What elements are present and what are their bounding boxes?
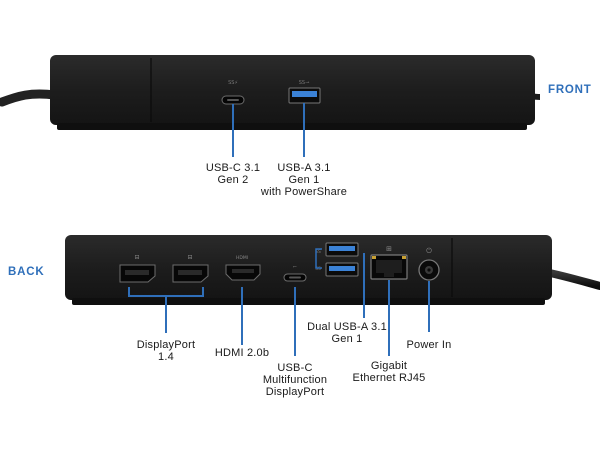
svg-text:SS⚡: SS⚡: [228, 80, 238, 86]
front-usb-c-label-line2: Gen 2: [217, 174, 249, 186]
back-usb-a-label-line1: Dual USB-A 3.1: [307, 321, 387, 333]
back-hdmi-label: HDMI 2.0b: [192, 347, 292, 359]
back-displayport-label-line1: DisplayPort: [136, 339, 196, 351]
back-ethernet-label-line2: Ethernet RJ45: [352, 372, 426, 384]
svg-text:HDMI: HDMI: [236, 255, 248, 261]
front-dock: SS⚡ SS⊸: [0, 55, 541, 157]
back-usb-a-bracket: [315, 248, 322, 269]
svg-text:SS⊸: SS⊸: [299, 80, 310, 86]
front-usb-a-label-line3: with PowerShare: [260, 186, 348, 198]
back-usb-a-label: Dual USB-A 3.1 Gen 1: [297, 321, 397, 345]
svg-text:⊟: ⊟: [187, 254, 192, 261]
svg-text:⌐: ⌐: [293, 264, 297, 270]
back-power-label: Power In: [399, 339, 459, 351]
back-dock-foot: [72, 298, 545, 305]
front-dock-foot: [57, 123, 527, 130]
back-view-label: BACK: [8, 266, 45, 278]
front-usb-c-label-line1: USB-C 3.1: [205, 162, 261, 174]
front-usb-a-label-line1: USB-A 3.1: [277, 162, 331, 174]
back-power-label-line1: Power In: [406, 339, 452, 351]
back-usb-a-label-line2: Gen 1: [331, 333, 363, 345]
back-ethernet-label-line1: Gigabit: [370, 360, 408, 372]
back-hdmi-port-icon: HDMI: [225, 255, 261, 281]
back-usb-c-port-icon: ⌐: [283, 264, 307, 282]
back-ethernet-port-icon: ⊞: [370, 245, 408, 280]
back-dock-body: [65, 235, 552, 300]
back-usb-c-label-line1: USB-C: [277, 362, 313, 374]
front-usb-a-port-icon: SS⊸: [288, 80, 321, 104]
back-usb-c-label-line2: Multifunction: [262, 374, 328, 386]
svg-text:⊞: ⊞: [386, 245, 392, 253]
back-cable: [541, 268, 600, 290]
back-usb-a-port-icon: SS SS: [315, 242, 359, 277]
back-power-jack-icon: ⏻: [418, 247, 440, 281]
svg-text:⏻: ⏻: [426, 247, 432, 255]
back-usb-c-label-line3: DisplayPort: [265, 386, 325, 398]
back-usb-c-label: USB-C Multifunction DisplayPort: [245, 362, 345, 398]
back-displayport-icon-1: ⊟: [119, 254, 156, 283]
back-hdmi-label-line1: HDMI 2.0b: [214, 347, 270, 359]
front-cable: [0, 89, 60, 107]
svg-text:⊟: ⊟: [134, 254, 139, 261]
back-dock: ⊟ ⊟ HDMI ⌐ SS: [65, 235, 600, 356]
front-usb-a-label-line2: Gen 1: [288, 174, 320, 186]
back-displayport-label-line2: 1.4: [158, 351, 174, 363]
front-view-label: FRONT: [548, 84, 592, 96]
front-usb-c-label: USB-C 3.1 Gen 2: [183, 162, 283, 186]
back-ethernet-label: Gigabit Ethernet RJ45: [339, 360, 439, 384]
svg-text:SS: SS: [315, 249, 321, 255]
back-displayport-label: DisplayPort 1.4: [116, 339, 216, 363]
back-displayport-icon-2: ⊟: [172, 254, 209, 283]
svg-text:SS: SS: [315, 266, 321, 272]
front-usb-c-port-icon: SS⚡: [221, 80, 245, 105]
front-usb-a-label: USB-A 3.1 Gen 1 with PowerShare: [254, 162, 354, 198]
